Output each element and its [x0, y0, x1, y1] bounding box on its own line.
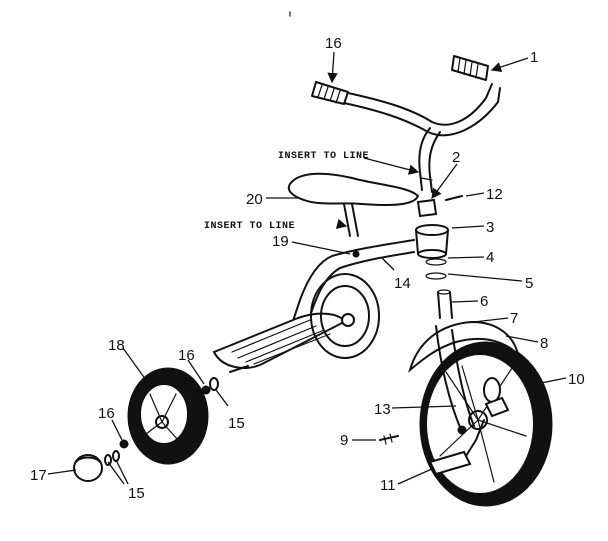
label-21: 16 [325, 35, 342, 52]
label-6: 6 [480, 293, 488, 310]
rear-wheel-left [127, 367, 209, 465]
leader-lines [47, 51, 567, 485]
label-5: 5 [525, 275, 533, 292]
part-number-labels: 16 1 2 12 3 4 5 6 7 8 10 13 9 11 14 19 2… [30, 35, 585, 502]
right-grip [451, 55, 489, 81]
label-7: 7 [510, 310, 518, 327]
step-platform [212, 312, 346, 373]
label-18: 18 [108, 337, 125, 354]
label-1: 1 [530, 49, 538, 66]
label-9: 9 [340, 432, 348, 449]
label-11: 11 [380, 477, 396, 494]
label-20: 20 [246, 191, 263, 208]
note-handlebar-insert: INSERT TO LINE [278, 151, 369, 162]
label-15-upper: 15 [228, 415, 245, 432]
headset-parts [415, 198, 453, 319]
label-17: 17 [30, 467, 47, 484]
seat [287, 172, 420, 237]
label-4: 4 [486, 249, 494, 266]
label-3: 3 [486, 219, 494, 236]
label-16-lower: 16 [98, 405, 115, 422]
label-13: 13 [374, 401, 391, 418]
front-wheel [419, 341, 553, 507]
label-10: 10 [568, 371, 585, 388]
axle-washers [104, 377, 219, 466]
frame [289, 239, 415, 341]
label-8: 8 [540, 335, 548, 352]
hub-cap [73, 454, 103, 482]
label-15-lower: 15 [128, 485, 145, 502]
front-fork [408, 320, 520, 435]
label-14: 14 [394, 275, 411, 292]
label-16-upper: 16 [178, 347, 195, 364]
note-seat-insert: INSERT TO LINE [204, 221, 295, 232]
label-12: 12 [486, 186, 503, 203]
pedal-assembly [379, 396, 510, 476]
left-grip [311, 81, 349, 105]
rear-wheel-right [310, 273, 380, 359]
label-2: 2 [452, 149, 460, 166]
label-19: 19 [272, 233, 289, 250]
bolt [445, 195, 463, 201]
handlebar [311, 55, 501, 193]
